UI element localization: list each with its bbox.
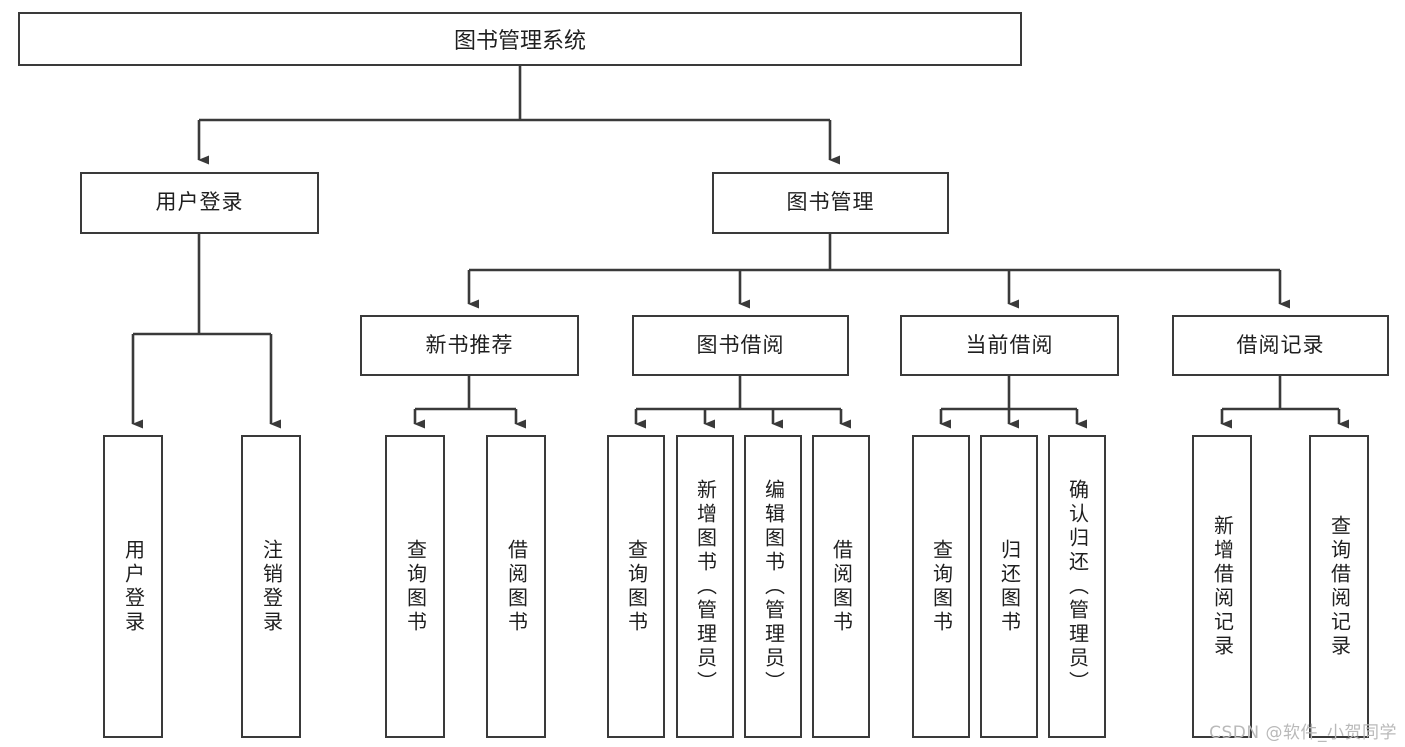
leaf-label: 新增借阅记录	[1210, 514, 1235, 659]
watermark-text: CSDN @软件_小贺同学	[1209, 723, 1397, 743]
leaf-borrow-borrow-book[interactable]: 借阅图书	[812, 435, 870, 738]
leaf-label: 用户登录	[121, 538, 146, 635]
leaf-label: 查询借阅记录	[1327, 514, 1352, 659]
node-label: 借阅记录	[1236, 332, 1325, 357]
leaf-label: 查询图书	[929, 538, 954, 635]
leaf-label: 查询图书	[624, 538, 649, 635]
leaf-user-login-login[interactable]: 用户登录	[103, 435, 163, 738]
leaf-new-book-query[interactable]: 查询图书	[385, 435, 445, 738]
leaf-user-login-logout[interactable]: 注销登录	[241, 435, 301, 738]
node-new-book-recommend[interactable]: 新书推荐	[360, 315, 579, 376]
node-label: 图书借阅	[696, 332, 785, 357]
leaf-new-book-borrow[interactable]: 借阅图书	[486, 435, 546, 738]
node-label: 图书管理系统	[453, 29, 586, 54]
leaf-record-add[interactable]: 新增借阅记录	[1192, 435, 1252, 738]
leaf-record-query[interactable]: 查询借阅记录	[1309, 435, 1369, 738]
node-label: 用户登录	[155, 190, 244, 215]
leaf-borrow-add-book-admin[interactable]: 新增图书（管理员）	[676, 435, 734, 738]
leaf-label: 查询图书	[403, 538, 428, 635]
node-book-borrow[interactable]: 图书借阅	[632, 315, 849, 376]
node-current-borrow[interactable]: 当前借阅	[900, 315, 1119, 376]
leaf-current-query-book[interactable]: 查询图书	[912, 435, 970, 738]
node-book-management[interactable]: 图书管理	[712, 172, 949, 234]
leaf-label: 注销登录	[259, 538, 284, 635]
node-label: 新书推荐	[425, 332, 514, 357]
leaf-label: 借阅图书	[829, 538, 854, 635]
leaf-current-return-book[interactable]: 归还图书	[980, 435, 1038, 738]
node-user-login[interactable]: 用户登录	[80, 172, 319, 234]
node-label: 当前借阅	[965, 332, 1054, 357]
leaf-label: 归还图书	[997, 538, 1022, 635]
node-borrow-record[interactable]: 借阅记录	[1172, 315, 1389, 376]
leaf-label: 新增图书（管理员）	[693, 478, 718, 695]
leaf-label: 编辑图书（管理员）	[761, 478, 786, 695]
leaf-borrow-edit-book-admin[interactable]: 编辑图书（管理员）	[744, 435, 802, 738]
leaf-current-confirm-return-admin[interactable]: 确认归还（管理员）	[1048, 435, 1106, 738]
node-root-system[interactable]: 图书管理系统	[18, 12, 1022, 66]
leaf-borrow-query-book[interactable]: 查询图书	[607, 435, 665, 738]
leaf-label: 借阅图书	[504, 538, 529, 635]
node-label: 图书管理	[786, 190, 875, 215]
leaf-label: 确认归还（管理员）	[1065, 478, 1090, 695]
